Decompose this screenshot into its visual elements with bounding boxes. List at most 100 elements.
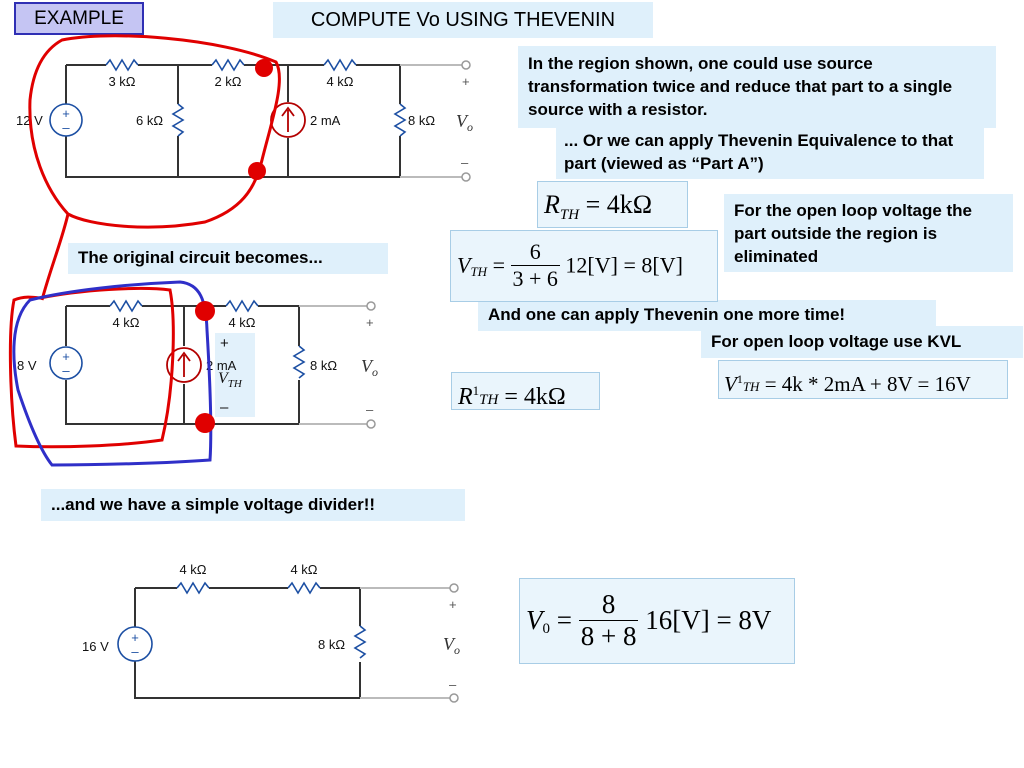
circuit-1-node-marker-top <box>255 59 273 77</box>
circuit-1-node-marker-bottom <box>248 162 266 180</box>
circuit-1-vs-minus: – <box>62 120 70 135</box>
circuit-2-label-8k: 8 kΩ <box>310 358 337 373</box>
circuit-2-resistor-4k-right <box>225 300 259 312</box>
circuit-1-vo-subscript: o <box>467 120 473 134</box>
note-kvl: For open loop voltage use KVL <box>701 326 1023 358</box>
circuit-1-terminal-bottom <box>461 172 471 182</box>
circuit-3-vs-minus: – <box>131 644 139 659</box>
circuit-2-vth-minus: – <box>220 399 229 416</box>
circuit-2-label-2ma: 2 mA <box>206 358 237 373</box>
example-tag: EXAMPLE <box>14 2 144 35</box>
circuit-1-region-outline <box>28 34 281 229</box>
circuit-3-terminal-top <box>449 583 459 593</box>
note-thevenin-again: And one can apply Thevenin one more time… <box>478 300 936 331</box>
equation-vth-symbol: V <box>457 252 471 278</box>
equation-r1th-rhs: = 4kΩ <box>504 384 566 410</box>
equation-v0: V0 = 8 8 + 8 16[V] = 8V <box>519 578 795 664</box>
example-tag-text: EXAMPLE <box>34 8 124 29</box>
circuit-2-blue-outline <box>12 280 213 467</box>
circuit-1-resistor-4k <box>323 59 357 71</box>
circuit-3 <box>134 587 446 699</box>
circuit-2-wire-grey <box>299 305 370 425</box>
circuit-1-resistor-6k <box>172 103 184 137</box>
circuit-3-vo-subscript: o <box>454 643 460 657</box>
circuit-3-resistor-8k <box>354 625 366 659</box>
circuit-3-terminal-bottom <box>449 693 459 703</box>
equation-rth-symbol: R <box>544 190 560 219</box>
note-divider: ...and we have a simple voltage divider!… <box>41 489 465 521</box>
circuit-2-resistor-4k-left <box>109 300 143 312</box>
circuit-3-out-plus: + <box>449 597 457 612</box>
circuit-1-vo-symbol: V <box>456 111 469 131</box>
circuit-3-vo-symbol: V <box>443 634 456 654</box>
note-source-transform: In the region shown, one could use sourc… <box>518 46 996 128</box>
note-divider-text: ...and we have a simple voltage divider!… <box>51 495 376 514</box>
equation-r1th-symbol: R <box>458 384 473 410</box>
equation-r1th-subscript: TH <box>479 392 499 408</box>
circuit-3-wire-grey <box>360 587 450 699</box>
circuit-2-vo-symbol: V <box>361 356 374 376</box>
circuit-1-vo-label: Vo <box>456 111 473 134</box>
circuit-1-vs-plus: + <box>62 106 70 121</box>
equation-vth-rhs: 12[V] = 8[V] <box>565 252 683 278</box>
equation-vth-denominator: 3 + 6 <box>510 265 560 291</box>
circuit-1-out-minus: – <box>461 155 469 170</box>
circuit-2-vs-plus: + <box>62 349 70 364</box>
equation-rth: RTH = 4kΩ <box>537 181 688 228</box>
circuit-3-label-4k-right: 4 kΩ <box>290 562 317 577</box>
equation-v0-subscript: 0 <box>542 621 551 638</box>
circuit-3-voltage-source: + – <box>117 626 153 662</box>
circuit-1-label-2ma: 2 mA <box>310 113 341 128</box>
circuit-3-label-4k-left: 4 kΩ <box>179 562 206 577</box>
equation-r1th: R1TH = 4kΩ <box>451 372 600 410</box>
circuit-2-node-marker-bottom <box>195 413 215 433</box>
circuit-1 <box>65 64 455 178</box>
circuit-2-node-marker-top <box>195 301 215 321</box>
circuit-1-label-2k: 2 kΩ <box>214 74 241 89</box>
circuit-1-resistor-3k <box>105 59 139 71</box>
equation-v1th-superscript: 1 <box>736 372 743 386</box>
equation-rth-subscript: TH <box>559 207 580 224</box>
slide-title-text: COMPUTE Vo USING THEVENIN <box>310 9 616 31</box>
equation-vth: VTH = 6 3 + 6 12[V] = 8[V] <box>450 230 718 302</box>
equation-v0-numerator: 8 <box>601 589 616 619</box>
note-original-becomes: The original circuit becomes... <box>68 243 388 274</box>
note-thevenin-alt: ... Or we can apply Thevenin Equivalence… <box>556 127 984 179</box>
circuit-1-voltage-source: + – <box>49 103 83 137</box>
circuit-2-vs-minus: – <box>62 363 70 378</box>
circuit-2-vth-symbol: V <box>218 370 230 387</box>
equation-v0-denominator: 8 + 8 <box>578 620 639 651</box>
circuit-3-label-16v: 16 V <box>82 639 109 654</box>
circuit-2-vo-subscript: o <box>372 365 378 379</box>
equation-rth-rhs: = 4kΩ <box>585 190 653 219</box>
circuit-2-voltage-source: + – <box>49 346 83 380</box>
equation-vth-eq: = <box>492 252 505 278</box>
circuit-2-terminal-bottom <box>366 419 376 429</box>
circuit-1-wire-grey <box>400 64 462 178</box>
circuit-1-label-6k: 6 kΩ <box>136 113 163 128</box>
circuit-1-to-2-link <box>40 213 70 301</box>
note-open-loop: For the open loop voltage the part outsi… <box>724 194 1013 272</box>
equation-vth-fraction: 6 3 + 6 <box>510 239 560 292</box>
circuit-2-vth-subscript: TH <box>228 378 243 390</box>
note-original-becomes-text: The original circuit becomes... <box>78 248 323 267</box>
circuit-3-out-minus: – <box>449 677 457 692</box>
circuit-2-label-4k-right: 4 kΩ <box>228 315 255 330</box>
equation-vth-numerator: 6 <box>529 239 541 264</box>
circuit-2-out-minus: – <box>366 402 374 417</box>
circuit-1-label-8k: 8 kΩ <box>408 113 435 128</box>
circuit-3-resistor-4k-left <box>176 582 210 594</box>
circuit-2-out-plus: + <box>366 315 374 330</box>
equation-v0-fraction: 8 8 + 8 <box>578 589 639 652</box>
equation-v1th-symbol: V <box>724 372 737 396</box>
note-thevenin-alt-text: ... Or we can apply Thevenin Equivalence… <box>564 131 954 173</box>
equation-v1th-subscript: TH <box>742 379 760 394</box>
circuit-1-resistor-2k <box>211 59 245 71</box>
circuit-2-red-outline <box>8 286 175 449</box>
circuit-2-vo-label: Vo <box>361 356 378 379</box>
slide-title: COMPUTE Vo USING THEVENIN <box>273 2 653 38</box>
equation-vth-subscript: TH <box>470 263 488 279</box>
circuit-1-resistor-8k <box>394 103 406 137</box>
note-source-transform-text: In the region shown, one could use sourc… <box>528 54 953 119</box>
